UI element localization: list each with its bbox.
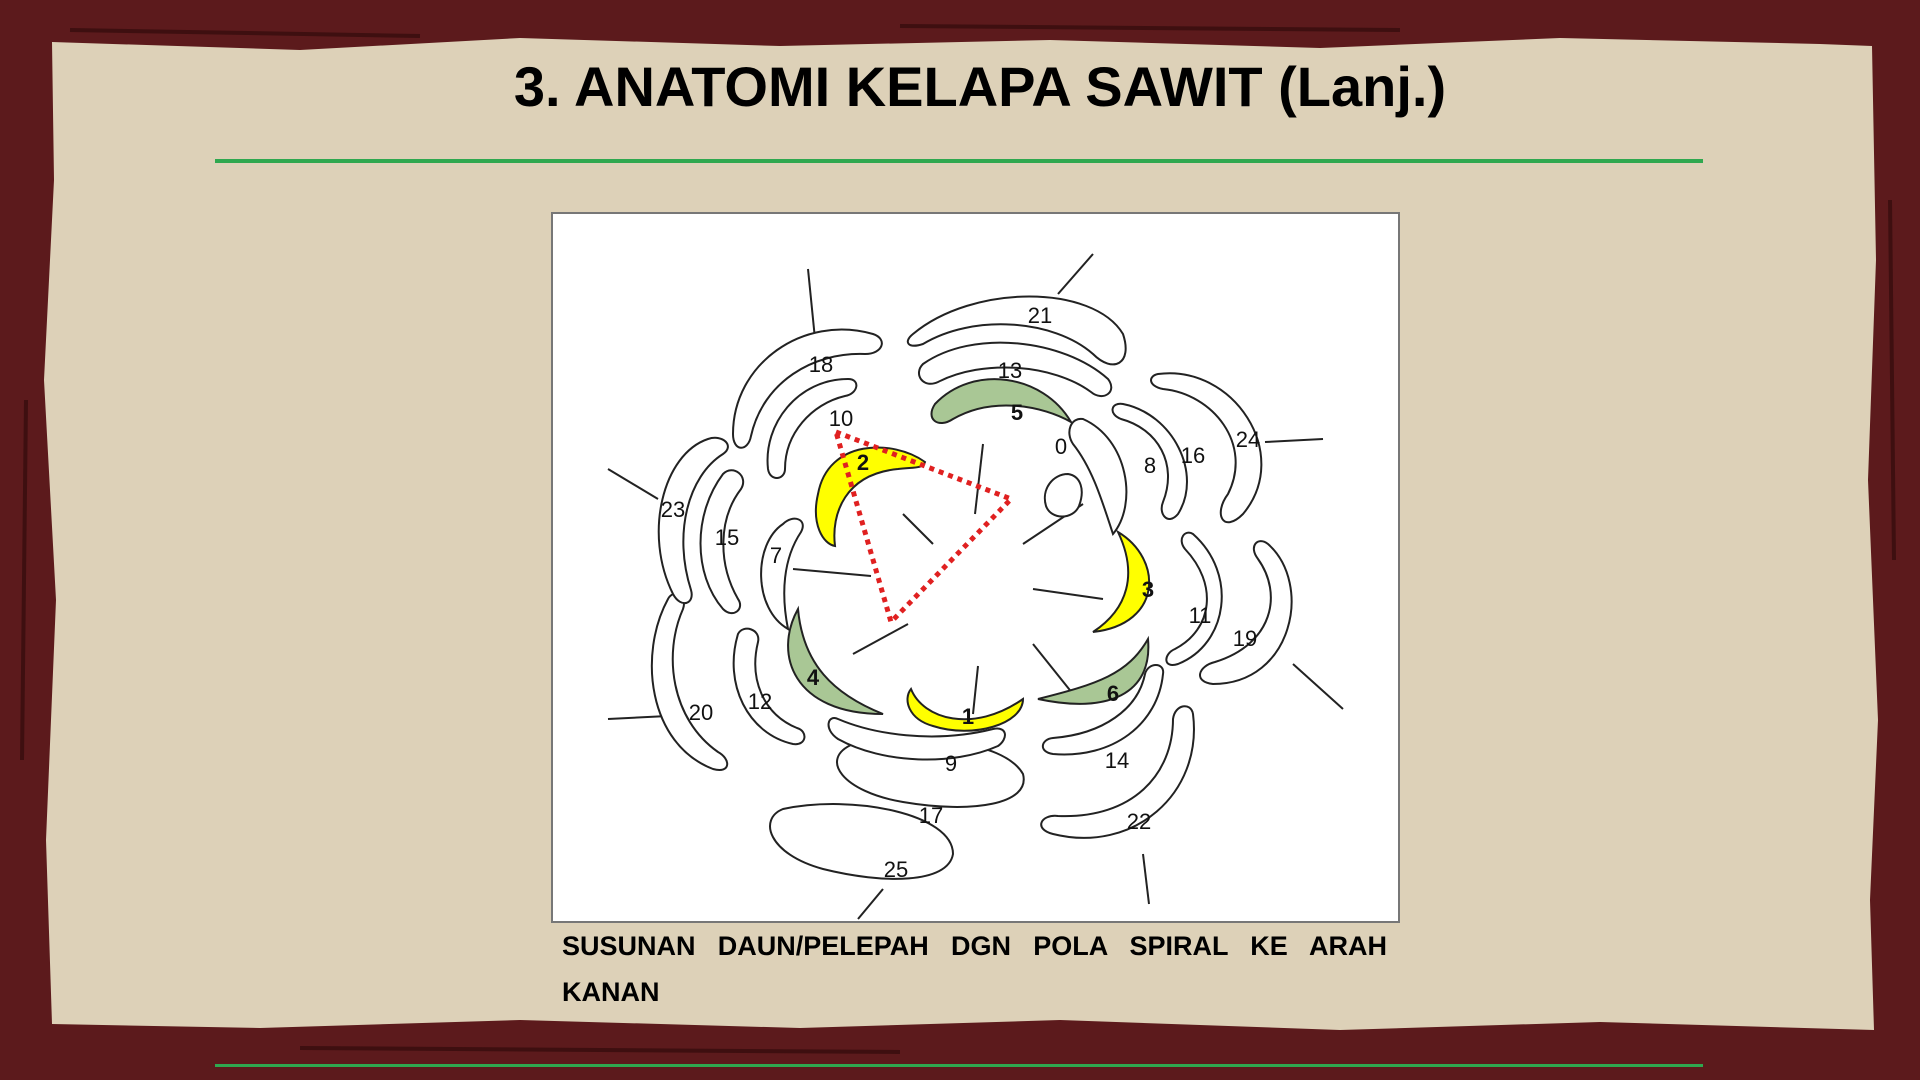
leaf-10: [766, 377, 858, 479]
leaf-21: [906, 295, 1127, 366]
leaf-8: [1068, 417, 1128, 537]
label-19: 19: [1233, 626, 1257, 651]
label-8: 8: [1144, 453, 1156, 478]
slide-title: 3. ANATOMI KELAPA SAWIT (Lanj.): [513, 55, 1447, 118]
label-5: 5: [1011, 400, 1023, 425]
leaf-7: [760, 517, 804, 631]
leaf-22: [1040, 705, 1195, 839]
label-22: 22: [1127, 809, 1151, 834]
label-18: 18: [809, 352, 833, 377]
leaf-1: [906, 687, 1025, 732]
label-7: 7: [770, 543, 782, 568]
figure-caption: SUSUNAN DAUN/PELEPAH DGN POLA SPIRAL KE …: [562, 931, 1387, 1007]
label-24: 24: [1236, 427, 1260, 452]
leaf-14: [1041, 664, 1165, 756]
leaf-23: [657, 436, 729, 605]
label-21: 21: [1028, 303, 1052, 328]
leaf-12: [732, 627, 806, 746]
inner-leaves: [760, 378, 1151, 732]
leaf-0: [1043, 472, 1083, 518]
leaf-16: [1111, 402, 1188, 520]
leaf-18: [731, 328, 883, 449]
label-25: 25: [884, 857, 908, 882]
leaf-2: [814, 446, 927, 548]
leaf-4: [787, 605, 884, 715]
leaf-24: [1150, 372, 1263, 524]
label-0: 0: [1055, 434, 1067, 459]
label-20: 20: [689, 700, 713, 725]
label-6: 6: [1107, 681, 1119, 706]
leaf-number-labels: 0 1 2 3 4 5 6 7 8 9 10 11 12 13 14 15 16…: [661, 303, 1260, 882]
label-15: 15: [715, 525, 739, 550]
leaf-arrangement-svg: 0 1 2 3 4 5 6 7 8 9 10 11 12 13 14 15 16…: [607, 253, 1344, 920]
label-2: 2: [857, 450, 869, 475]
label-13: 13: [998, 358, 1022, 383]
leaf-5: [930, 378, 1074, 425]
petiole-lines: [607, 253, 1344, 920]
label-1: 1: [962, 704, 974, 729]
leaf-11: [1165, 531, 1223, 666]
label-11: 11: [1189, 603, 1212, 628]
title-divider: [215, 159, 1703, 163]
bottom-divider: [215, 1064, 1703, 1067]
leaf-6: [1037, 635, 1150, 705]
label-10: 10: [829, 406, 853, 431]
label-9: 9: [945, 751, 957, 776]
label-4: 4: [807, 665, 820, 690]
label-3: 3: [1142, 577, 1154, 602]
leaf-25: [769, 803, 955, 880]
label-17: 17: [919, 803, 943, 828]
leaf-3: [1092, 529, 1151, 633]
leaf-9: [827, 717, 1006, 761]
label-16: 16: [1181, 443, 1205, 468]
leaf-20: [650, 592, 729, 771]
phyllotaxis-diagram: 0 1 2 3 4 5 6 7 8 9 10 11 12 13 14 15 16…: [551, 212, 1400, 923]
label-23: 23: [661, 497, 685, 522]
label-12: 12: [748, 689, 772, 714]
leaf-15: [699, 469, 744, 615]
leaf-13: [918, 341, 1113, 398]
leaf-19: [1199, 540, 1293, 686]
label-14: 14: [1105, 748, 1129, 773]
outer-leaves: [650, 295, 1293, 880]
spiral-triangle: [832, 427, 1016, 627]
middle-leaves: [699, 341, 1223, 761]
